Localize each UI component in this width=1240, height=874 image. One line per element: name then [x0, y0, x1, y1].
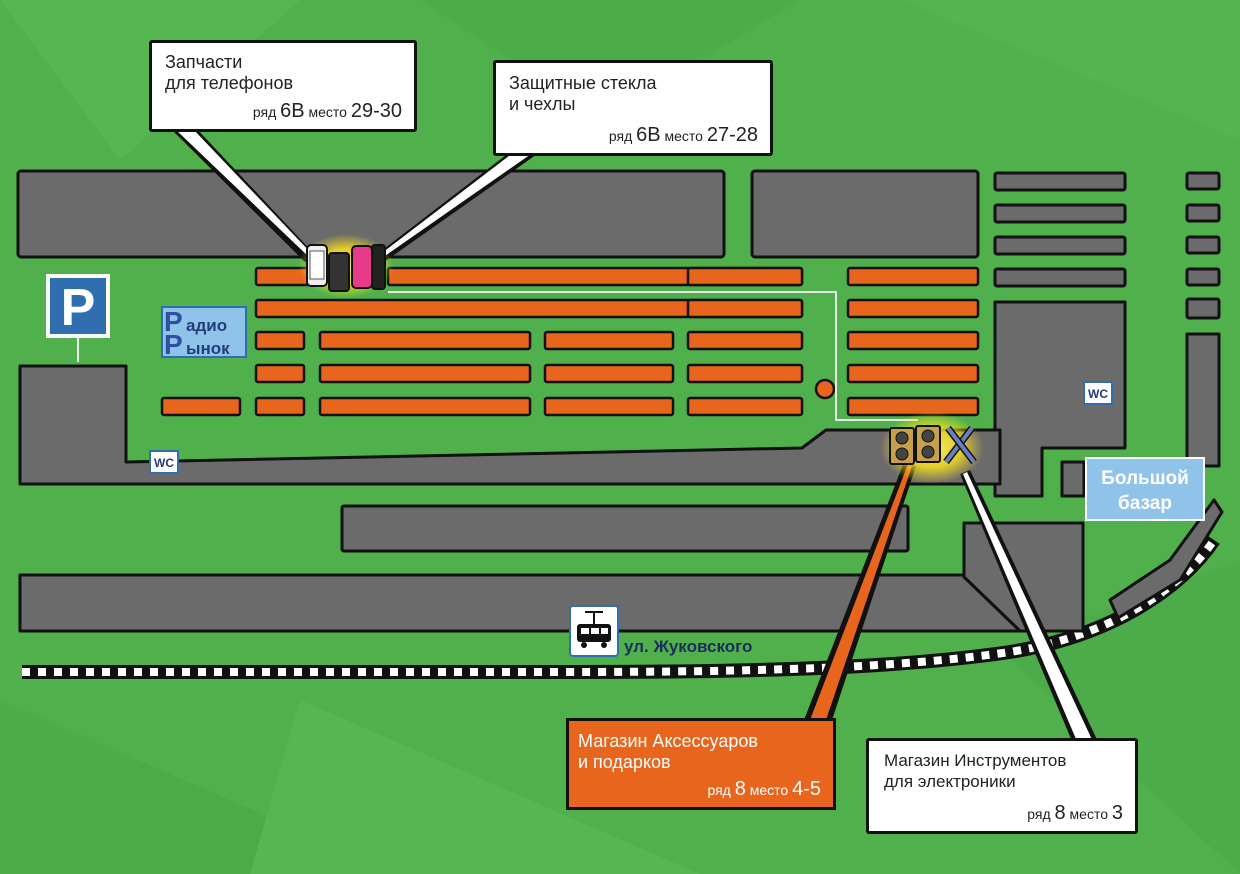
speaker-icon: [889, 425, 941, 465]
svg-text:ынок: ынок: [186, 339, 230, 358]
street-name: ул. Жуковского: [624, 637, 752, 656]
callout-location: ряд 6В место 29-30: [252, 100, 402, 122]
buildings: [16, 169, 1224, 633]
callout-title: Магазин Инструментов для электроники: [884, 751, 1067, 791]
callout-protective-glass: Защитные стекла и чехлы ряд 6В место 27-…: [493, 60, 773, 156]
svg-text:адио: адио: [186, 316, 227, 335]
callout-location: ряд 8 место 4-5: [707, 778, 821, 800]
svg-text:базар: базар: [1118, 493, 1172, 514]
callout-title: Запчасти для телефонов: [165, 52, 294, 93]
callout-accessories-shop: Магазин Аксессуаров и подарков ряд 8 мес…: [566, 718, 836, 810]
phone-icon: [306, 244, 350, 292]
svg-text:Р: Р: [164, 306, 183, 337]
tram-icon: [569, 605, 619, 657]
callout-phone-parts: Запчасти для телефонов ряд 6В место 29-3…: [149, 40, 417, 132]
callout-title: Защитные стекла и чехлы: [509, 73, 657, 114]
tools-icon: [943, 425, 977, 465]
phone-case-icon: [351, 244, 386, 290]
parking-sign: [46, 274, 110, 362]
callout-location: ряд 8 место 3: [1027, 802, 1123, 824]
wc-sign: [149, 450, 179, 474]
callout-location: ряд 6В место 27-28: [608, 124, 758, 146]
wc-sign: [1083, 381, 1113, 405]
svg-text:WC: WC: [154, 456, 174, 470]
callout-title: Магазин Аксессуаров и подарков: [578, 731, 758, 772]
route-path: [388, 291, 918, 421]
svg-text:WC: WC: [1088, 387, 1108, 401]
callout-tools-shop: Магазин Инструментов для электроники ряд…: [866, 738, 1138, 834]
svg-text:Большой: Большой: [1101, 468, 1189, 489]
svg-text:Р: Р: [164, 329, 183, 360]
radio-market-sign: [161, 306, 247, 358]
callout-pointers: [170, 128, 1100, 746]
big-bazaar-sign: [1085, 457, 1205, 521]
market-rows: [160, 266, 980, 417]
parking-icon: P: [61, 279, 96, 337]
